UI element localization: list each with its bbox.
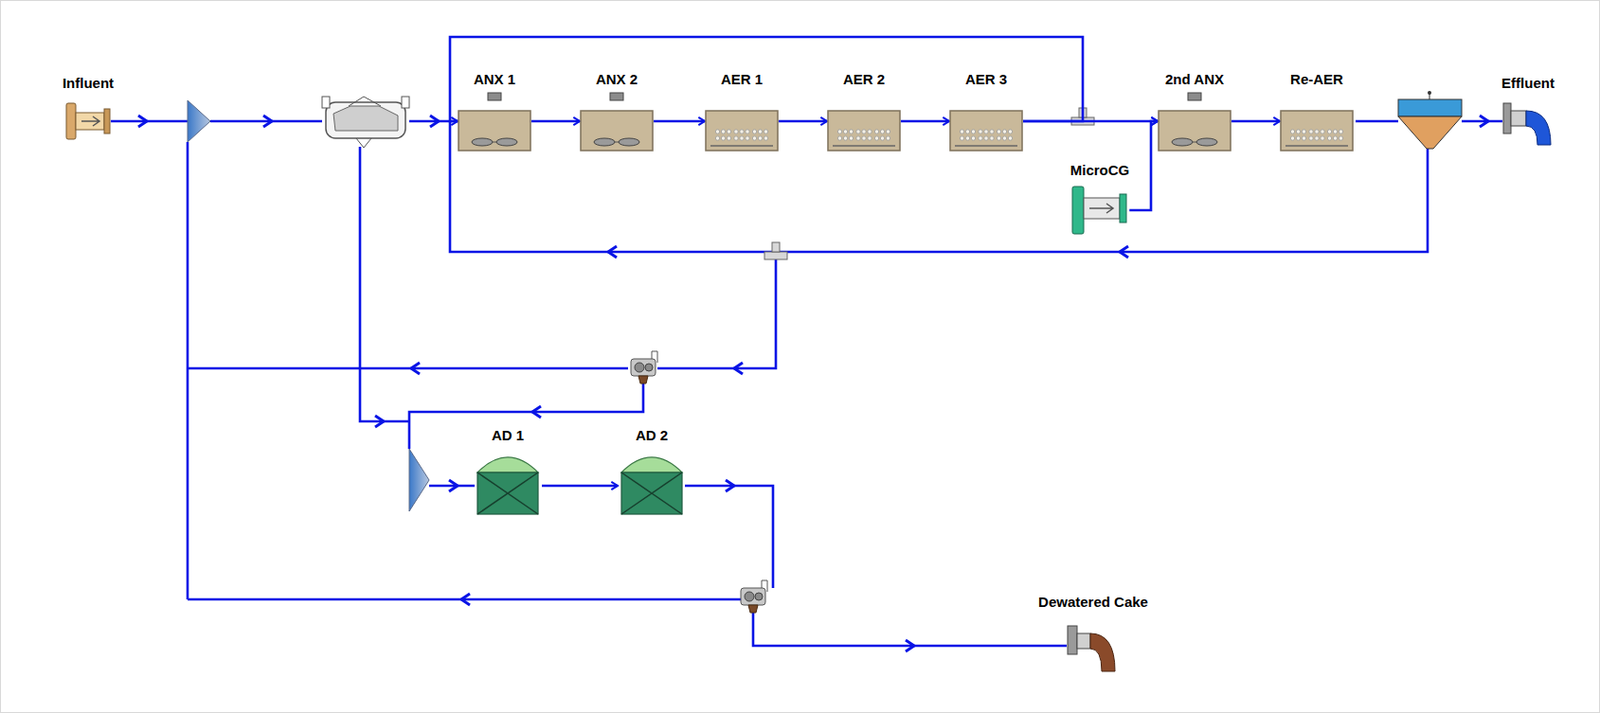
- unit-label: AD 2: [635, 427, 668, 445]
- anx-unit: 2nd ANX: [1157, 71, 1232, 153]
- unit-label: 2nd ANX: [1165, 71, 1224, 89]
- unit-label: ANX 2: [595, 71, 638, 89]
- aer-unit: AER 1: [704, 71, 779, 153]
- effluent-unit: Effluent: [1501, 74, 1555, 147]
- microcg-icon: [1070, 182, 1130, 238]
- microcg-unit: MicroCG: [1070, 161, 1131, 238]
- flow-arrow: [138, 115, 147, 127]
- aer-icon: [1279, 91, 1354, 153]
- pipe: [429, 485, 475, 488]
- unit-label: Dewatered Cake: [1038, 593, 1149, 612]
- pipe: [187, 367, 629, 371]
- unit-label: AER 1: [720, 71, 763, 89]
- digester-unit: AD 1: [473, 427, 542, 517]
- flow-arrow: [1119, 246, 1129, 258]
- flow-arrow: [905, 640, 915, 652]
- aer-icon: [704, 91, 779, 153]
- pipe: [1355, 120, 1399, 124]
- unit-label: AD 1: [491, 427, 524, 445]
- influent-icon: [64, 95, 112, 145]
- digester-unit: AD 2: [617, 427, 686, 517]
- flow-arrow: [263, 115, 272, 127]
- unit-label: Re-AER: [1290, 71, 1344, 89]
- flow-arrow: [734, 362, 743, 375]
- flow-splitter: [409, 449, 430, 512]
- digester-icon: [473, 448, 542, 517]
- flow-arrow: [461, 593, 470, 606]
- aer-icon: [949, 91, 1024, 153]
- flow-arrow: [532, 406, 541, 418]
- anx-unit: ANX 2: [579, 71, 654, 153]
- unit-label: AER 2: [843, 71, 885, 89]
- pipe: [210, 120, 323, 124]
- unit-label: ANX 1: [473, 71, 516, 89]
- process-pipe: [1231, 120, 1280, 124]
- digester-icon: [617, 448, 686, 517]
- thickener-unit: [740, 580, 768, 613]
- pipe: [753, 612, 1067, 647]
- anx-unit: ANX 1: [457, 71, 532, 153]
- anx-icon: [457, 91, 532, 153]
- thickener-unit: [630, 351, 658, 384]
- process-pipe: [541, 485, 618, 488]
- process-pipe: [653, 120, 705, 124]
- cake-icon: [1065, 614, 1121, 674]
- flow-arrow: [375, 415, 384, 428]
- pipe: [409, 383, 644, 450]
- flow-arrow: [449, 480, 458, 492]
- aer-icon: [826, 91, 901, 153]
- aer-unit: AER 2: [826, 71, 901, 153]
- flow-arrow: [608, 246, 617, 258]
- unit-label: AER 3: [965, 71, 1007, 89]
- flow-arrow: [1479, 115, 1489, 127]
- primary-clarifier: [322, 96, 410, 148]
- anx-icon: [1157, 91, 1232, 153]
- aer-unit: AER 3: [949, 71, 1024, 153]
- flow-arrow: [411, 362, 420, 375]
- influent-unit: Influent: [62, 74, 114, 145]
- unit-label: MicroCG: [1070, 161, 1131, 180]
- flow-arrow: [725, 480, 735, 492]
- pipe: [684, 485, 774, 589]
- process-pipe: [778, 120, 827, 124]
- pipe: [186, 142, 190, 600]
- pipe: [187, 598, 752, 602]
- effluent-icon: [1501, 95, 1555, 147]
- process-pipe: [900, 120, 950, 124]
- process-pipe: [531, 120, 580, 124]
- cake-unit: Dewatered Cake: [1038, 593, 1149, 674]
- aer-unit: Re-AER: [1279, 71, 1354, 153]
- pipe: [657, 255, 776, 369]
- secondary-clarifier: [1398, 90, 1462, 149]
- unit-label: Influent: [62, 74, 114, 92]
- flow-splitter: [187, 100, 211, 143]
- pipe: [1461, 120, 1503, 124]
- unit-label: Effluent: [1501, 74, 1555, 92]
- process-pipe: [1129, 121, 1158, 211]
- anx-icon: [579, 91, 654, 153]
- process-pipe: [449, 36, 1083, 122]
- flow-arrow: [430, 115, 439, 127]
- pipe-tee: [764, 242, 788, 260]
- pipe: [359, 146, 410, 422]
